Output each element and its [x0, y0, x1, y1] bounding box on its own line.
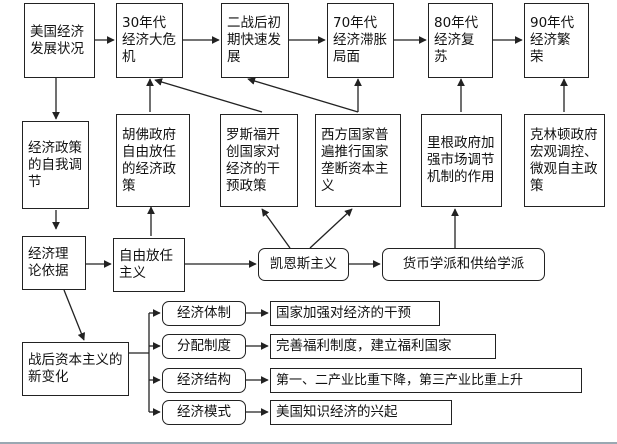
- node-keynesianism: 凯恩斯主义: [258, 248, 349, 281]
- node-monetarism-supply-side: 货币学派和供给学派: [382, 248, 545, 281]
- arrow-western-to-postwar: [247, 77, 359, 113]
- node-reagan-market-mechanism: 里根政府加强市场调节机制的作用: [421, 114, 502, 207]
- node-80s-recovery: 80年代经济复苏: [428, 3, 493, 78]
- node-70s-stagflation: 70年代经济滞胀局面: [327, 3, 394, 78]
- node-90s-prosperity: 90年代经济繁荣: [524, 3, 589, 78]
- node-label: 国家加强对经济的干预: [276, 305, 411, 321]
- node-label: 里根政府加强市场调节机制的作用: [427, 135, 495, 185]
- arrow-roosevelt-to-30s: [154, 78, 263, 113]
- node-label: 战后资本主义的新变化: [28, 352, 123, 385]
- node-us-economic-status: 美国经济发展状况: [24, 3, 95, 78]
- node-label: 经济模式: [177, 404, 231, 420]
- node-label: 80年代经济复苏: [434, 15, 479, 65]
- arrow-keynes-to-western: [309, 208, 353, 249]
- content-welfare-state: 完善福利制度，建立福利国家: [270, 334, 496, 359]
- node-label: 凯恩斯主义: [269, 256, 338, 272]
- node-label: 经济体制: [177, 305, 231, 321]
- bottom-divider: [0, 442, 617, 444]
- node-label: 二战后初期快速发展: [227, 15, 281, 65]
- arrow-keynes-to-roosevelt: [261, 208, 291, 249]
- node-label: 第一、二产业比重下降，第三产业比重上升: [276, 373, 524, 388]
- node-label: 克林顿政府宏观调控、微观自主政策: [530, 126, 598, 194]
- node-clinton-macro-micro-policy: 克林顿政府宏观调控、微观自主政策: [524, 114, 605, 207]
- node-policy-self-adjustment: 经济政策的自我调节: [22, 121, 89, 209]
- node-label: 完善福利制度，建立福利国家: [276, 338, 452, 354]
- node-label: 经济理论依据: [28, 246, 69, 279]
- content-state-intervention: 国家加强对经济的干预: [270, 301, 440, 326]
- node-label: 90年代经济繁荣: [530, 15, 575, 65]
- node-label: 经济政策的自我调节: [28, 139, 82, 190]
- node-label: 西方国家普遍推行国家垄断资本主义: [321, 126, 389, 194]
- node-laissez-faire-doctrine: 自由放任主义: [113, 238, 185, 292]
- node-hoover-laissez-faire-policy: 胡佛政府自由放任的经济政策: [116, 114, 190, 207]
- node-label: 经济结构: [177, 372, 231, 388]
- node-label: 美国经济发展状况: [30, 23, 84, 57]
- node-postwar-fast-growth: 二战后初期快速发展: [221, 3, 289, 78]
- category-distribution-system: 分配制度: [162, 334, 246, 359]
- arrow-theory-to-change: [63, 289, 86, 341]
- node-label: 分配制度: [177, 338, 231, 354]
- node-postwar-capitalism-changes: 战后资本主义的新变化: [22, 342, 129, 396]
- node-label: 自由放任主义: [119, 248, 173, 281]
- node-30s-depression: 30年代经济大危机: [116, 3, 183, 78]
- node-label: 货币学派和供给学派: [402, 256, 525, 272]
- node-economic-theory-basis: 经济理论依据: [22, 236, 86, 290]
- node-western-state-monopoly-capitalism: 西方国家普遍推行国家垄断资本主义: [315, 114, 401, 207]
- content-industry-structure-shift: 第一、二产业比重下降，第三产业比重上升: [270, 368, 582, 393]
- node-label: 胡佛政府自由放任的经济政策: [122, 126, 176, 194]
- node-label: 30年代经济大危机: [122, 15, 176, 65]
- node-label: 美国知识经济的兴起: [276, 404, 398, 420]
- category-economic-mode: 经济模式: [162, 400, 246, 425]
- category-economic-structure: 经济结构: [162, 368, 246, 393]
- content-knowledge-economy: 美国知识经济的兴起: [270, 400, 452, 425]
- node-roosevelt-intervention-policy: 罗斯福开创国家对经济的干预政策: [220, 114, 298, 207]
- node-label: 70年代经济滞胀局面: [333, 15, 387, 65]
- node-label: 罗斯福开创国家对经济的干预政策: [226, 126, 280, 194]
- category-economic-system: 经济体制: [162, 301, 246, 326]
